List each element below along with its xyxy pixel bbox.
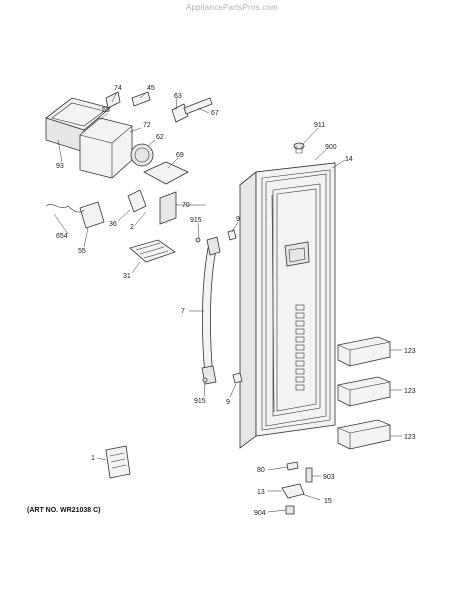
callout-70: 70	[182, 202, 190, 209]
door-handle	[195, 229, 243, 385]
callout-72: 72	[143, 122, 151, 129]
bottom-parts	[105, 445, 313, 515]
callout-7: 7	[181, 308, 185, 315]
callout-903: 903	[323, 474, 335, 481]
callout-63: 63	[174, 93, 182, 100]
callout-654: 654	[56, 233, 68, 240]
art-number-note: (ART NO. WR21038 C)	[27, 507, 101, 514]
callout-31: 31	[123, 273, 131, 280]
callout-69: 69	[176, 152, 184, 159]
callout-9-bottom: 9	[226, 399, 230, 406]
callout-13: 13	[257, 489, 265, 496]
callout-123-bottom: 123	[404, 434, 416, 441]
callout-45: 45	[147, 85, 155, 92]
callout-123-top: 123	[404, 348, 416, 355]
callout-900: 900	[325, 144, 337, 151]
callout-62: 62	[156, 134, 164, 141]
callout-15: 15	[324, 498, 332, 505]
site-watermark: AppliancePartsPros.com	[186, 3, 278, 12]
callout-labels: 74 45 58 63 67 72 62 93 69 911 900 14 70…	[56, 85, 416, 517]
callout-915-bottom: 915	[194, 398, 206, 405]
door-assembly	[238, 142, 336, 449]
callout-67: 67	[211, 110, 219, 117]
callout-80: 80	[257, 467, 265, 474]
door-bins	[337, 336, 391, 450]
callout-911: 911	[314, 122, 325, 129]
callout-904: 904	[254, 510, 266, 517]
callout-915-top: 915	[190, 217, 202, 224]
callout-2: 2	[130, 224, 134, 231]
callout-9-top: 9	[236, 216, 240, 223]
callout-1: 1	[91, 455, 95, 462]
callout-36: 36	[109, 221, 117, 228]
dispenser-assembly	[45, 91, 213, 263]
leader-lines	[53, 91, 402, 513]
callout-55: 55	[78, 248, 86, 255]
callout-93: 93	[56, 163, 64, 170]
callout-58: 58	[102, 107, 110, 114]
callout-74: 74	[114, 85, 122, 92]
callout-123-middle: 123	[404, 388, 416, 395]
callout-14: 14	[345, 156, 353, 163]
